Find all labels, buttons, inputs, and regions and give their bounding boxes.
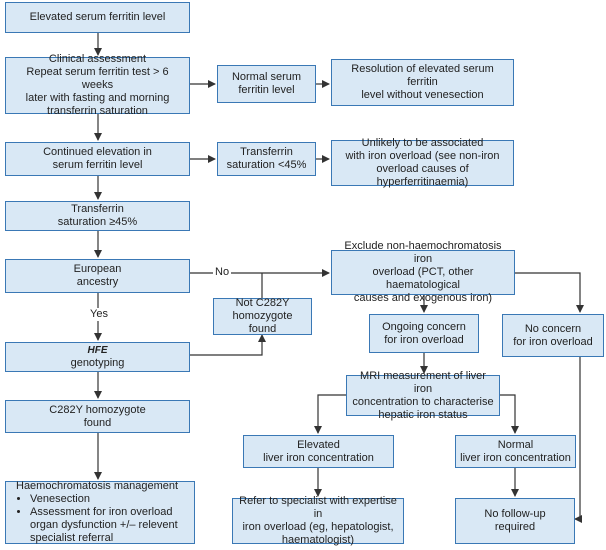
- label-no: No: [213, 266, 232, 279]
- node-hfe-genotyping: HFE genotyping: [5, 342, 190, 372]
- node-text: ferritin level: [238, 84, 295, 96]
- node-text: Clinical assessment: [48, 53, 147, 65]
- node-elevated-liver: Elevated liver iron concentration: [243, 435, 394, 468]
- node-clinical-assessment: Clinical assessment Repeat serum ferriti…: [5, 53, 190, 117]
- node-text: causes and exogenous iron): [353, 292, 493, 304]
- node-text: iron overload (eg, hepatologist,: [242, 521, 394, 533]
- node-refer-specialist: Refer to specialist with expertise in ir…: [232, 495, 404, 546]
- node-text: No follow-up: [484, 508, 546, 520]
- node-text: saturation <45%: [226, 159, 307, 171]
- node-text: ancestry: [76, 276, 119, 288]
- management-title: Haemochromatosis management: [16, 480, 179, 492]
- node-text: found: [83, 416, 112, 429]
- node-ongoing-concern: Ongoing concern for iron overload: [369, 314, 479, 353]
- node-text: for iron overload: [384, 333, 464, 346]
- node-text: concentration to characterise: [352, 395, 494, 408]
- management-item: Assessment for iron overload organ dysfu…: [30, 506, 190, 545]
- node-ts-low: Transferrin saturation <45%: [217, 142, 316, 176]
- node-no-concern: No concern for iron overload: [502, 314, 604, 357]
- node-unlikely: Unlikely to be associated with iron over…: [331, 137, 514, 188]
- node-text: liver iron concentration: [460, 451, 571, 464]
- node-no-followup: No follow-up required: [455, 498, 575, 544]
- node-text: C282Y homozygote: [49, 403, 146, 416]
- node-mri: MRI measurement of liver iron concentrat…: [346, 370, 500, 421]
- node-text: Normal: [497, 438, 534, 451]
- node-text: haematologist): [281, 534, 355, 546]
- node-text: Elevated serum ferritin level: [29, 11, 166, 23]
- node-resolution: Resolution of elevated serum ferritin le…: [331, 59, 514, 106]
- node-text: homozygote found: [232, 310, 293, 335]
- node-continued-elevation: Continued elevation in serum ferritin le…: [5, 142, 190, 176]
- node-text: Continued elevation in: [43, 146, 152, 158]
- node-text: Transferrin: [71, 203, 124, 215]
- node-text: Repeat serum ferritin test > 6 weeks: [26, 66, 169, 91]
- node-text: Elevated: [297, 438, 340, 451]
- node-text: Exclude non-haemochromatosis iron: [344, 240, 502, 265]
- node-text: serum ferritin level: [52, 159, 143, 171]
- node-text: Normal serum: [231, 71, 302, 83]
- node-exclude: Exclude non-haemochromatosis iron overlo…: [331, 240, 515, 304]
- node-text: genotyping: [70, 357, 125, 369]
- node-text: Ongoing concern: [382, 320, 466, 333]
- node-normal-ferritin: Normal serum ferritin level: [217, 65, 316, 103]
- management-item: Venesection: [30, 493, 190, 506]
- node-normal-liver: Normal liver iron concentration: [455, 435, 576, 468]
- node-text: later with fasting and morning: [25, 92, 170, 104]
- hfe-gene-label: HFE: [87, 345, 108, 356]
- node-elevated-ferritin: Elevated serum ferritin level: [5, 2, 190, 33]
- node-text: Resolution of elevated serum ferritin: [351, 63, 494, 88]
- node-text: required: [494, 521, 536, 533]
- node-text: Not C282Y: [235, 297, 290, 309]
- node-text: for iron overload: [513, 335, 593, 348]
- node-text: level without venesection: [361, 89, 484, 101]
- node-not-c282y: Not C282Y homozygote found: [213, 297, 312, 335]
- node-european-ancestry: European ancestry: [5, 259, 190, 293]
- node-text: No concern: [524, 322, 582, 335]
- node-text: with iron overload (see non-iron: [345, 150, 500, 162]
- node-text: European: [73, 263, 122, 275]
- node-ts-high: Transferrin saturation ≥45%: [5, 201, 190, 231]
- label-yes: Yes: [88, 308, 110, 321]
- node-text: Unlikely to be associated: [361, 137, 484, 149]
- node-management: Haemochromatosis management Venesection …: [5, 480, 195, 545]
- node-text: transferrin saturation: [47, 105, 148, 117]
- node-text: liver iron concentration: [263, 451, 374, 464]
- node-text: hepatic iron status: [378, 408, 468, 421]
- node-c282y-found: C282Y homozygote found: [5, 400, 190, 433]
- node-text: Transferrin: [240, 146, 293, 158]
- node-text: Refer to specialist with expertise in: [239, 495, 397, 520]
- node-text: MRI measurement of liver iron: [360, 369, 486, 395]
- node-text: saturation ≥45%: [57, 216, 138, 228]
- node-text: overload causes of hyperferritinaemia): [376, 163, 469, 188]
- node-text: overload (PCT, other haematological: [372, 266, 474, 291]
